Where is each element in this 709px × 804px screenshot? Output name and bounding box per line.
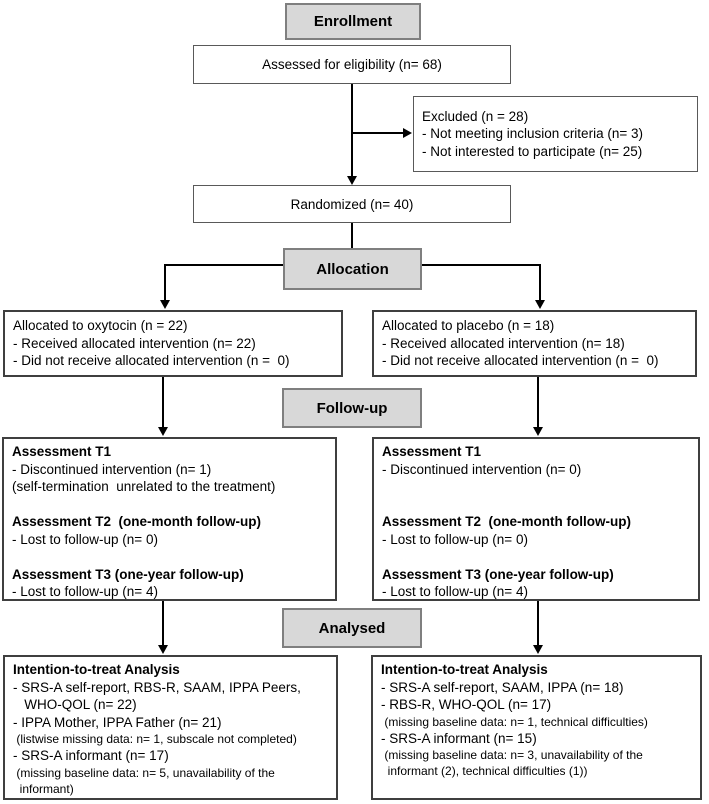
text-line: - Received allocated intervention (n= 22… xyxy=(13,335,256,351)
stage-label-enrollment: Enrollment xyxy=(285,3,421,40)
followup-oxytocin-box: Assessment T1 - Discontinued intervention… xyxy=(2,437,337,601)
arrowhead-right-icon xyxy=(403,128,412,138)
text-line: (missing baseline data: n= 1, technical … xyxy=(381,714,648,729)
text-line: WHO-QOL (n= 22) xyxy=(13,697,137,712)
text-line: (listwise missing data: n= 1, subscale n… xyxy=(13,732,297,746)
arrowhead-down-icon xyxy=(535,300,545,309)
allocated-oxytocin-box: Allocated to oxytocin (n = 22)- Received… xyxy=(3,310,343,377)
text-line: - SRS-A informant (n= 17) xyxy=(13,748,169,763)
text-line: - SRS-A informant (n= 15) xyxy=(381,730,537,746)
assessed-eligibility-box: Assessed for eligibility (n= 68) xyxy=(193,45,511,84)
text-line: Assessment T3 (one-year follow-up) xyxy=(382,566,614,582)
text-line: - Lost to follow-up (n= 4) xyxy=(382,584,528,599)
text-line: Intention-to-treat Analysis xyxy=(381,662,548,677)
text-line: (missing baseline data: n= 5, unavailabi… xyxy=(13,765,275,780)
stage-label-allocation: Allocation xyxy=(283,248,422,290)
text-line xyxy=(12,496,327,514)
text-line xyxy=(382,548,690,566)
text-line: informant (2), technical difficulties (1… xyxy=(381,764,588,778)
text-line: - Received allocated intervention (n= 18… xyxy=(382,335,625,351)
arrowhead-down-icon xyxy=(347,176,357,185)
text-line: (self-termination unrelated to the treat… xyxy=(12,479,276,494)
text-line: Assessment T2 (one-month follow-up) xyxy=(12,514,262,529)
analysis-placebo-box: Intention-to-treat Analysis - SRS-A self-… xyxy=(371,655,702,800)
assessed-eligibility-text: Assessed for eligibility (n= 68) xyxy=(262,57,442,72)
text-line: Intention-to-treat Analysis xyxy=(13,662,180,677)
text-line: - SRS-A self-report, SAAM, IPPA (n= 18) xyxy=(381,679,624,695)
text-line: Allocated to placebo (n = 18) xyxy=(382,318,555,334)
arrowhead-down-icon xyxy=(158,427,168,436)
text-line: Assessment T2 (one-month follow-up) xyxy=(382,514,632,529)
text-line: - SRS-A self-report, RBS-R, SAAM, IPPA P… xyxy=(13,679,301,695)
arrowhead-down-icon xyxy=(533,427,543,436)
stage-label-analysed: Analysed xyxy=(282,608,422,648)
text-line: Assessment T3 (one-year follow-up) xyxy=(12,566,244,582)
analysis-oxytocin-box: Intention-to-treat Analysis - SRS-A self-… xyxy=(3,655,338,800)
text-line: Excluded (n = 28) xyxy=(422,108,529,124)
text-line: - Lost to follow-up (n= 0) xyxy=(382,531,528,547)
excluded-box: Excluded (n = 28) - Not meeting inclusion… xyxy=(413,96,698,172)
text-line: - Did not receive allocated intervention… xyxy=(382,353,659,369)
text-line: - Discontinued intervention (n= 0) xyxy=(382,461,582,477)
arrowhead-down-icon xyxy=(533,645,543,654)
text-line: - IPPA Mother, IPPA Father (n= 21) xyxy=(13,714,222,730)
text-line: - Discontinued intervention (n= 1) xyxy=(12,461,212,477)
arrowhead-down-icon xyxy=(160,300,170,309)
text-line: - Lost to follow-up (n= 0) xyxy=(12,531,158,547)
randomized-box: Randomized (n= 40) xyxy=(193,185,511,223)
stage-label-followup: Follow-up xyxy=(282,388,422,428)
allocated-placebo-box: Allocated to placebo (n = 18)- Received … xyxy=(372,310,697,377)
text-line: Assessment T1 xyxy=(382,444,482,459)
text-line xyxy=(12,548,327,566)
text-line: Assessment T1 xyxy=(12,444,112,459)
text-line: (missing baseline data: n= 3, unavailabi… xyxy=(381,748,643,762)
text-line: - Did not receive allocated intervention… xyxy=(13,353,290,369)
text-line xyxy=(382,496,690,514)
text-line: - Lost to follow-up (n= 4) xyxy=(12,584,158,599)
text-line: - RBS-R, WHO-QOL (n= 17) xyxy=(381,697,552,712)
text-line: - Not interested to participate (n= 25) xyxy=(422,143,643,159)
text-line: - Not meeting inclusion criteria (n= 3) xyxy=(422,126,643,142)
text-line: informant) xyxy=(13,781,74,796)
randomized-text: Randomized (n= 40) xyxy=(290,196,414,212)
text-line: Allocated to oxytocin (n = 22) xyxy=(13,318,188,334)
arrowhead-down-icon xyxy=(158,645,168,654)
text-line xyxy=(382,478,690,496)
followup-placebo-box: Assessment T1 - Discontinued intervention… xyxy=(372,437,700,601)
